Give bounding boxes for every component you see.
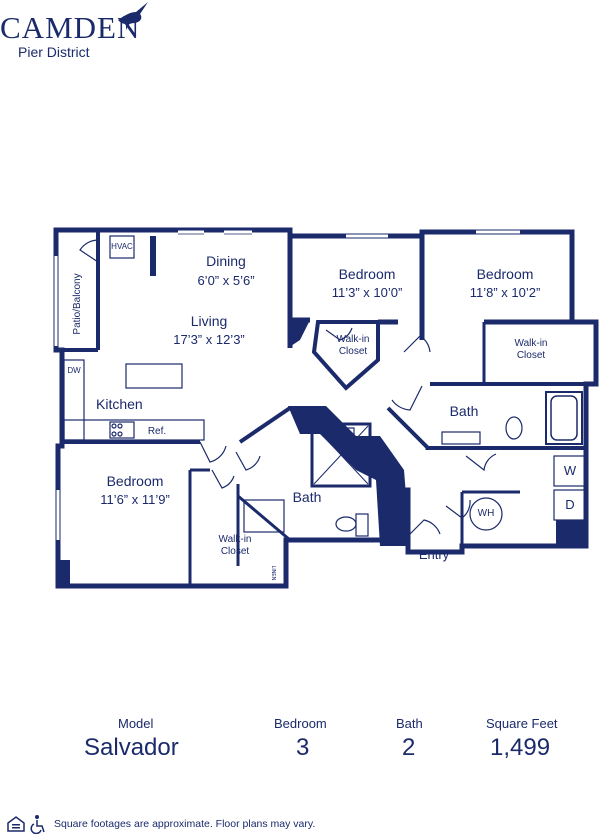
accessibility-icon	[30, 815, 45, 834]
equal-housing-icon	[7, 816, 25, 832]
sqft-value: 1,499	[490, 734, 551, 761]
dryer-label: D	[565, 497, 575, 512]
living-label: Living	[190, 313, 228, 329]
refrigerator-label: Ref.	[147, 426, 167, 437]
disclaimer-note: Square footages are approximate. Floor p…	[54, 818, 316, 830]
bedroom-3-dimensions: 11’6” x 11’9”	[100, 492, 170, 507]
bedroom-1-label: Bedroom	[338, 266, 396, 282]
brand-tagline: Pier District	[18, 44, 90, 60]
model-caption: Model	[118, 716, 154, 731]
walkin-closet-2-label-line2: Closet	[516, 350, 546, 361]
floor-plan-drawing	[53, 227, 599, 589]
brand-name: CAMDEN	[0, 10, 141, 45]
water-heater-label: WH	[477, 508, 495, 519]
plan-info: Model Salvador Bedroom 3 Bath 2 Square F…	[0, 712, 600, 772]
footer: Square footages are approximate. Floor p…	[0, 812, 600, 836]
bedroom-caption: Bedroom	[274, 716, 327, 731]
walkin-closet-1-label-line2: Closet	[338, 346, 368, 357]
bedroom-value: 3	[296, 734, 310, 761]
hvac-label: HVAC	[111, 242, 133, 251]
bath-caption: Bath	[396, 716, 423, 731]
walkin-closet-1-label-line1: Walk-in	[336, 334, 370, 345]
entry-label: Entry	[418, 547, 450, 562]
bath-1-label: Bath	[292, 489, 322, 505]
bedroom-2-label: Bedroom	[476, 266, 534, 282]
living-dimensions: 17’3” x 12’3”	[173, 332, 245, 347]
hummingbird-icon	[118, 2, 148, 30]
dining-label: Dining	[206, 253, 246, 269]
walkin-closet-2-label-line1: Walk-in	[514, 338, 548, 349]
floor-plan: Dining 6’0” x 5’6” Living 17’3” x 12’3” …	[53, 227, 599, 589]
bath-value: 2	[402, 734, 416, 761]
model-value: Salvador	[84, 734, 179, 761]
kitchen-label: Kitchen	[96, 396, 143, 412]
linen-label: LINEN	[270, 565, 276, 581]
sqft-caption: Square Feet	[486, 716, 558, 731]
bath-2-label: Bath	[449, 403, 479, 419]
walkin-closet-3-label-line2: Closet	[220, 546, 250, 557]
dishwasher-label: DW	[67, 366, 81, 375]
walkin-closet-3-label-line1: Walk-in	[218, 534, 252, 545]
bedroom-2-dimensions: 11’8” x 10’2”	[469, 285, 541, 300]
dining-dimensions: 6’0” x 5’6”	[197, 273, 255, 288]
bedroom-3-label: Bedroom	[106, 473, 164, 489]
washer-label: W	[563, 463, 577, 478]
camden-logo: CAMDEN Pier District	[0, 0, 160, 70]
bedroom-1-dimensions: 11’3” x 10’0”	[331, 285, 403, 300]
patio-balcony-label: Patio/Balcony	[72, 273, 83, 335]
